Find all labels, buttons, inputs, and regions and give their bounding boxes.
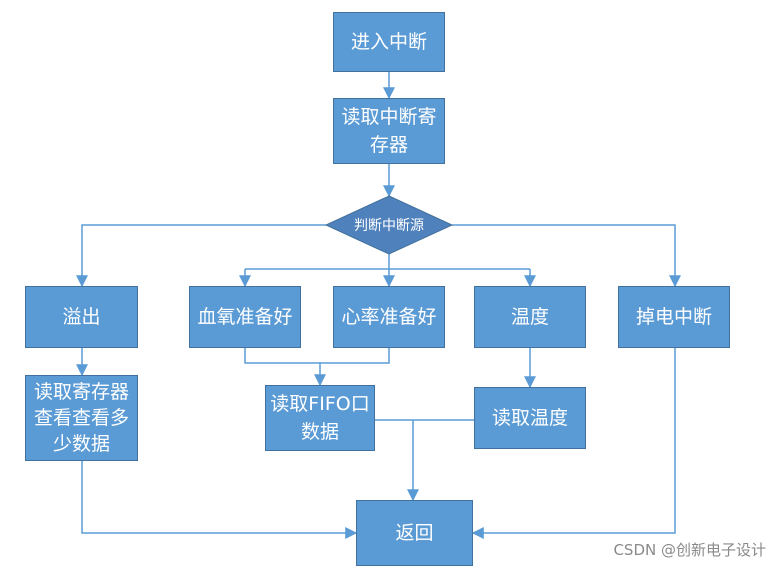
- node-spo2-ready: 血氧准备好: [189, 286, 301, 348]
- node-temperature: 温度: [474, 286, 586, 348]
- node-label: 返回: [395, 522, 434, 544]
- node-label: 溢出: [62, 306, 101, 328]
- connector-judge-to-powerdown: [452, 224, 681, 288]
- connector-judge-to-overflow: [76, 224, 326, 288]
- node-label: 温度: [510, 306, 549, 328]
- node-read-register-count: 读取寄存器 查看查看多 少数据: [25, 375, 138, 461]
- decision-diamond: [324, 195, 454, 255]
- node-label: 血氧准备好: [197, 306, 293, 328]
- node-label: 读取中断寄 存器: [341, 106, 437, 156]
- node-label: 读取温度: [491, 407, 568, 429]
- connector-powerdown-to-return: [471, 348, 676, 539]
- connector-spo2-to-fifo: [244, 348, 320, 364]
- node-return: 返回: [356, 500, 473, 566]
- node-overflow: 溢出: [25, 286, 138, 348]
- node-label: 心率准备好: [341, 306, 437, 328]
- node-label: 进入中断: [350, 31, 427, 53]
- node-power-down-interrupt: 掉电中断: [618, 286, 730, 348]
- connector-heart-to-fifo: [320, 348, 390, 364]
- node-read-temperature: 读取温度: [474, 387, 586, 449]
- connector-count-to-return: [81, 461, 358, 539]
- node-read-interrupt-register: 读取中断寄 存器: [333, 98, 445, 164]
- node-label: 掉电中断: [635, 306, 712, 328]
- watermark: CSDN @创新电子设计: [613, 541, 766, 559]
- node-heart-rate-ready: 心率准备好: [333, 286, 445, 348]
- node-read-fifo-data: 读取FIFO口 数据: [265, 385, 375, 451]
- node-label: 读取寄存器 查看查看多 少数据: [33, 381, 129, 455]
- decision-label: 判断中断源: [354, 218, 424, 234]
- node-enter-interrupt: 进入中断: [333, 12, 445, 72]
- node-label: 读取FIFO口 数据: [270, 393, 370, 443]
